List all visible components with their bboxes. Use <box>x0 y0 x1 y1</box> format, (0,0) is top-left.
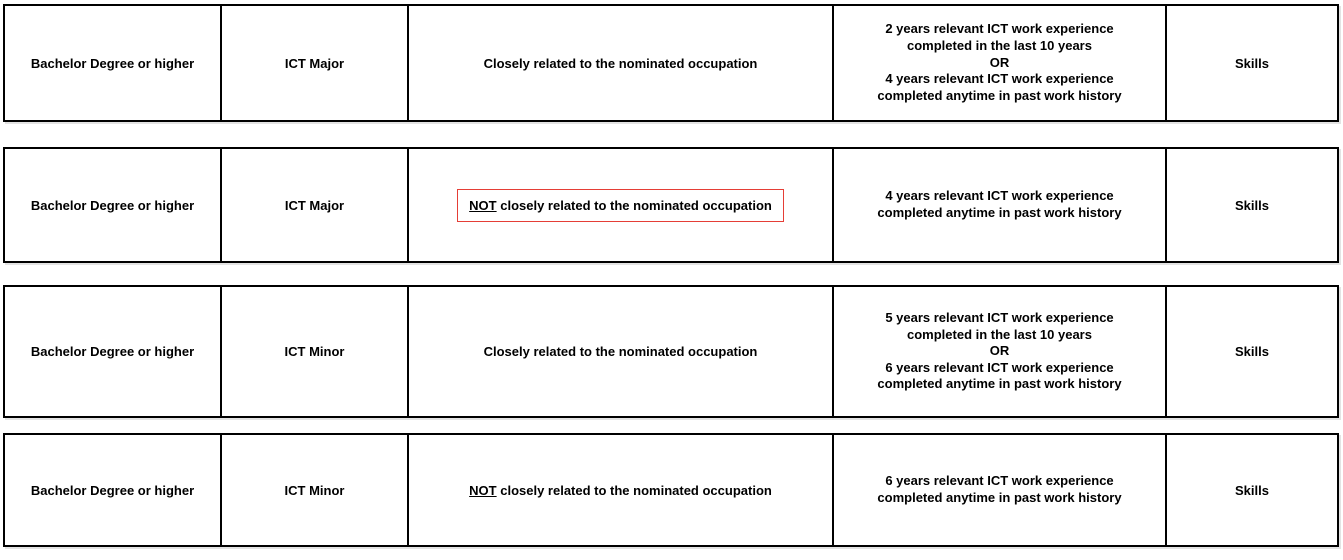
assessment-cell: Skills <box>1165 6 1337 120</box>
relatedness-rest: Closely related to the nominated occupat… <box>483 344 758 359</box>
ict-level-cell: ICT Major <box>220 6 407 120</box>
relatedness-text: Closely related to the nominated occupat… <box>484 56 758 71</box>
education-cell: Bachelor Degree or higher <box>30 344 195 359</box>
relatedness-rest: closely related to the nominated occupat… <box>496 482 772 498</box>
eligibility-table-row-4: Bachelor Degree or higher ICT Minor NOT … <box>3 433 1339 547</box>
occupation-relatedness-cell: NOT closely related to the nominated occ… <box>407 149 832 261</box>
relatedness-text: NOT closely related to the nominated occ… <box>469 483 772 498</box>
relatedness-rest: Closely related to the nominated occupat… <box>483 55 758 71</box>
ict-level-cell: ICT Major <box>220 149 407 261</box>
not-keyword: NOT <box>469 482 497 498</box>
occupation-relatedness-cell: Closely related to the nominated occupat… <box>407 6 832 120</box>
ict-level-cell: ICT Minor <box>220 287 407 416</box>
highlight-box: NOT closely related to the nominated occ… <box>457 188 784 222</box>
experience-cell: 6 years relevant ICT work experience com… <box>832 435 1165 545</box>
occupation-relatedness-cell: NOT closely related to the nominated occ… <box>407 435 832 545</box>
not-keyword: NOT <box>469 197 497 213</box>
eligibility-table-row-2: Bachelor Degree or higher ICT Major NOT … <box>3 147 1339 263</box>
ict-level-cell: ICT Minor <box>220 435 407 545</box>
experience-cell: 2 years relevant ICT work experience com… <box>832 6 1165 120</box>
occupation-relatedness-cell: Closely related to the nominated occupat… <box>407 287 832 416</box>
assessment-cell: Skills <box>1165 149 1337 261</box>
eligibility-table-row-3: Bachelor Degree or higher ICT Minor Clos… <box>3 285 1339 418</box>
education-cell: Bachelor Degree or higher <box>30 197 195 213</box>
relatedness-rest: closely related to the nominated occupat… <box>496 197 772 213</box>
experience-cell: 5 years relevant ICT work experience com… <box>832 287 1165 416</box>
relatedness-text: Closely related to the nominated occupat… <box>484 344 758 359</box>
education-cell: Bachelor Degree or higher <box>30 482 195 498</box>
assessment-cell: Skills <box>1165 435 1337 545</box>
education-cell: Bachelor Degree or higher <box>30 55 195 71</box>
assessment-cell: Skills <box>1165 287 1337 416</box>
eligibility-table-row-1: Bachelor Degree or higher ICT Major Clos… <box>3 4 1339 122</box>
experience-cell: 4 years relevant ICT work experience com… <box>832 149 1165 261</box>
